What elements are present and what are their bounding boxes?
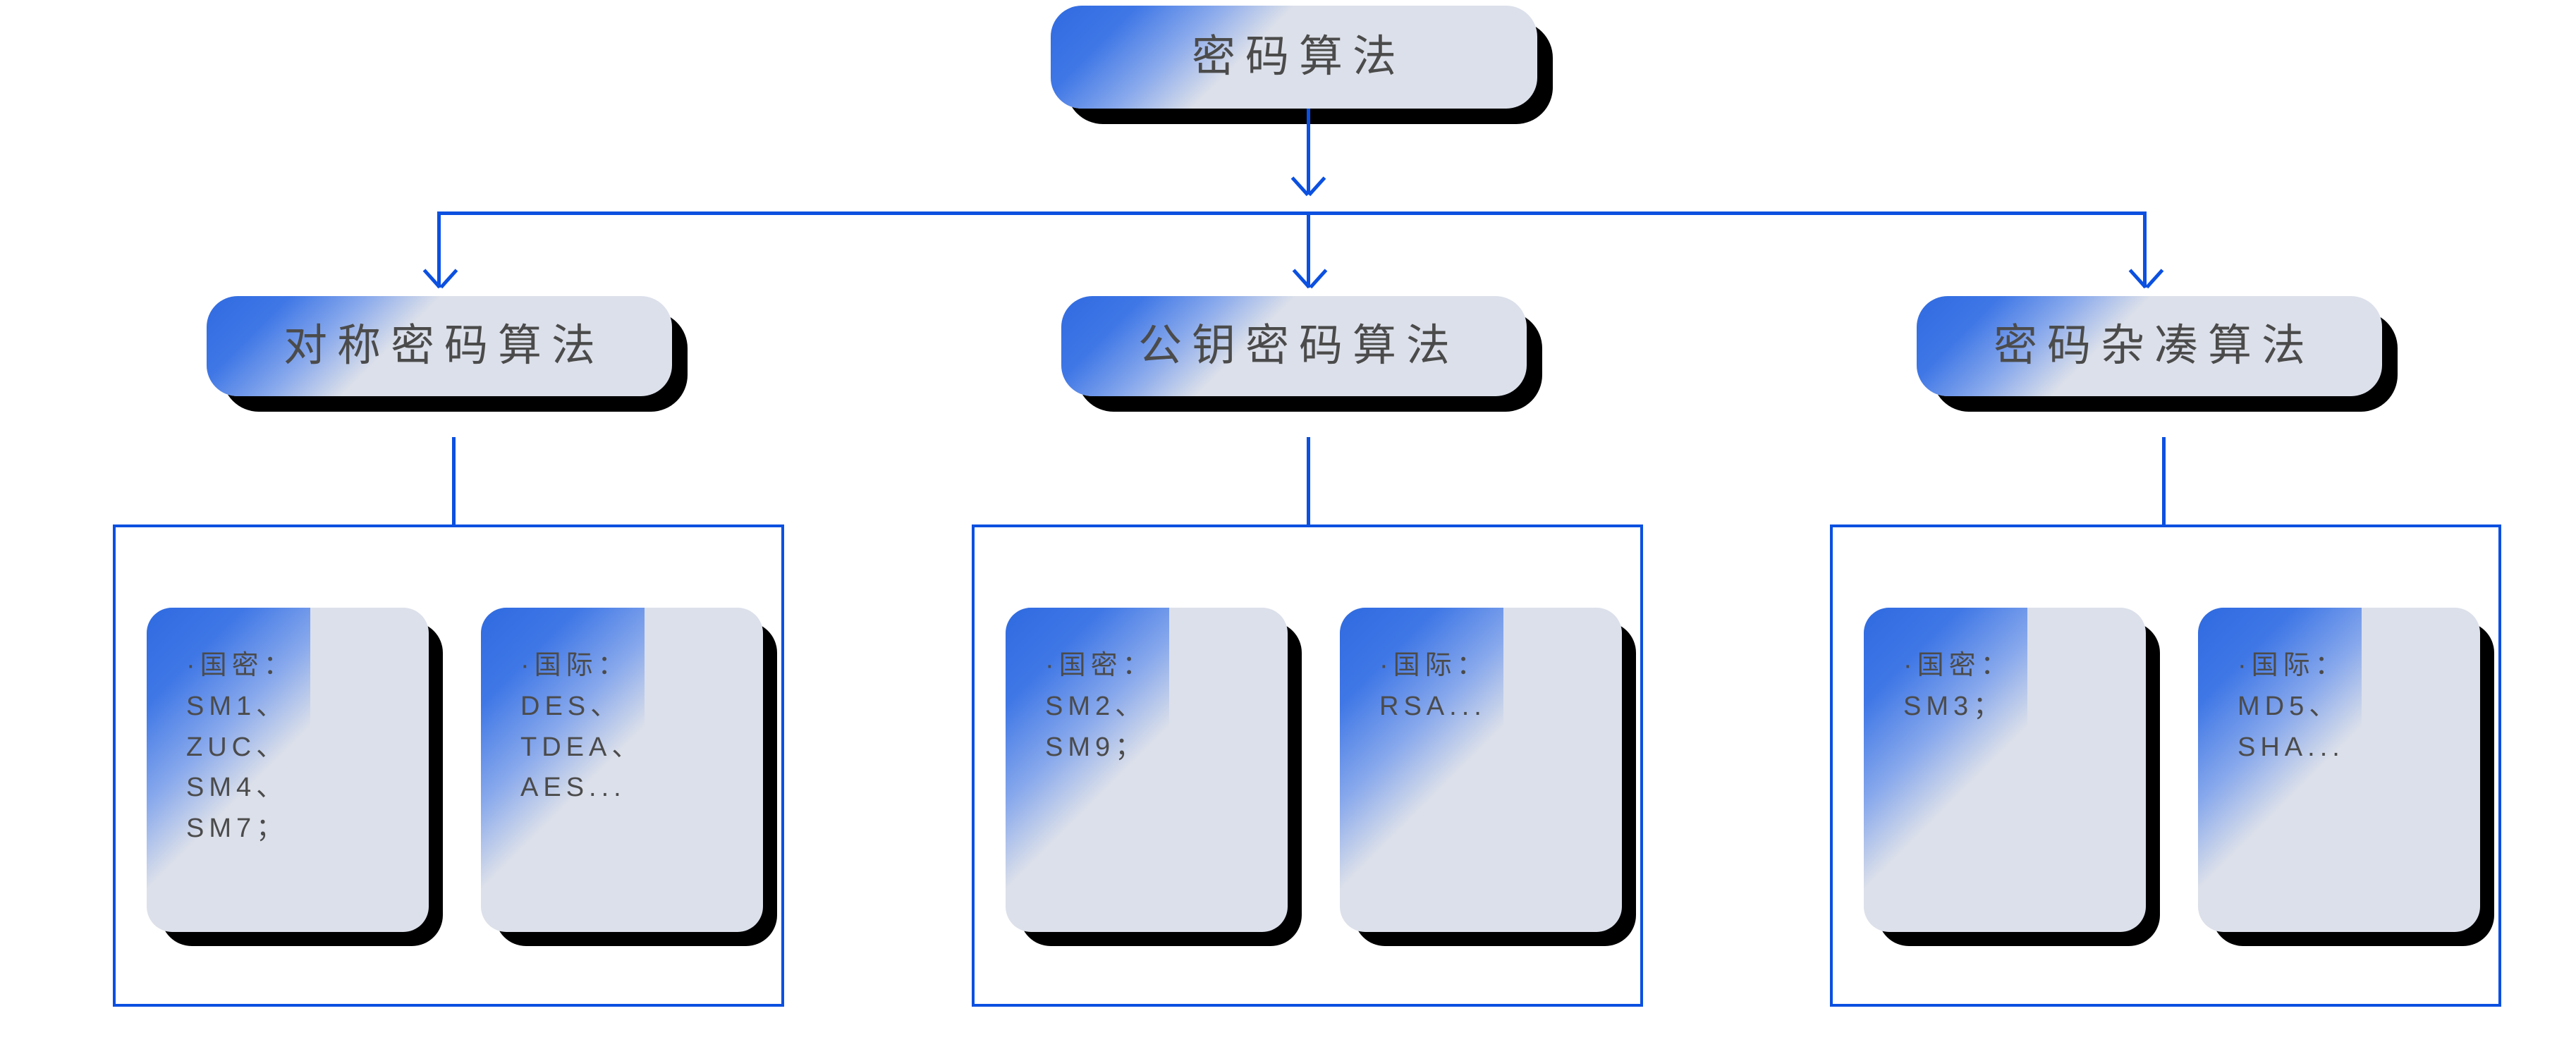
leaf-text-2-1: ·国际： MD5、 SHA... [2238,651,2347,762]
node-face: ·国际： MD5、 SHA... [2198,608,2480,932]
arrowhead-branch-0-icon [422,270,458,293]
connector-branch-0-to-group [452,437,456,527]
node-root-label: 密码算法 [1191,32,1406,81]
connector-bus [437,211,2147,215]
leaf-card-0-0[interactable]: ·国密： SM1、 ZUC、 SM4、 SM7； [147,608,443,946]
arrowhead-branch-1-icon [1292,270,1328,293]
node-face: ·国密： SM1、 ZUC、 SM4、 SM7； [147,608,429,932]
node-face: 对称密码算法 [207,296,672,396]
node-face: 密码杂凑算法 [1917,296,2382,396]
leaf-text-0-0: ·国密： SM1、 ZUC、 SM4、 SM7； [186,651,295,843]
connector-bus-to-branch-1 [1307,211,1310,288]
node-branch-1[interactable]: 公钥密码算法 [1061,296,1542,412]
connector-bus-to-branch-2 [2143,211,2147,288]
arrowhead-root-to-bus-icon [1290,178,1326,201]
leaf-card-0-1[interactable]: ·国际： DES、 TDEA、 AES... [481,608,777,946]
connector-bus-to-branch-0 [437,211,441,288]
leaf-text-2-0: ·国密： SM3； [1903,651,2013,721]
node-branch-0[interactable]: 对称密码算法 [207,296,688,412]
leaf-text-1-0: ·国密： SM2、 SM9； [1045,651,1154,762]
leaf-text-1-1: ·国际： RSA... [1379,651,1489,721]
node-face: ·国际： DES、 TDEA、 AES... [481,608,763,932]
leaf-card-1-0[interactable]: ·国密： SM2、 SM9； [1006,608,1302,946]
node-branch-0-label: 对称密码算法 [283,321,605,370]
node-face: 密码算法 [1051,6,1537,109]
node-face: 公钥密码算法 [1061,296,1527,396]
group-container-1 [972,524,1643,1007]
connector-branch-1-to-group [1307,437,1310,527]
node-root[interactable]: 密码算法 [1051,6,1553,124]
node-face: ·国密： SM3； [1864,608,2146,932]
leaf-card-2-1[interactable]: ·国际： MD5、 SHA... [2198,608,2494,946]
node-branch-1-label: 公钥密码算法 [1137,321,1460,370]
connector-branch-2-to-group [2162,437,2166,527]
node-branch-2-label: 密码杂凑算法 [1993,321,2315,370]
connector-root-down [1307,109,1310,195]
node-branch-2[interactable]: 密码杂凑算法 [1917,296,2398,412]
group-container-0 [113,524,784,1007]
leaf-card-1-1[interactable]: ·国际： RSA... [1340,608,1636,946]
group-container-2 [1830,524,2501,1007]
node-face: ·国密： SM2、 SM9； [1006,608,1288,932]
leaf-text-0-1: ·国际： DES、 TDEA、 AES... [520,651,644,803]
leaf-card-2-0[interactable]: ·国密： SM3； [1864,608,2160,946]
arrowhead-branch-2-icon [2128,270,2164,293]
node-face: ·国际： RSA... [1340,608,1622,932]
